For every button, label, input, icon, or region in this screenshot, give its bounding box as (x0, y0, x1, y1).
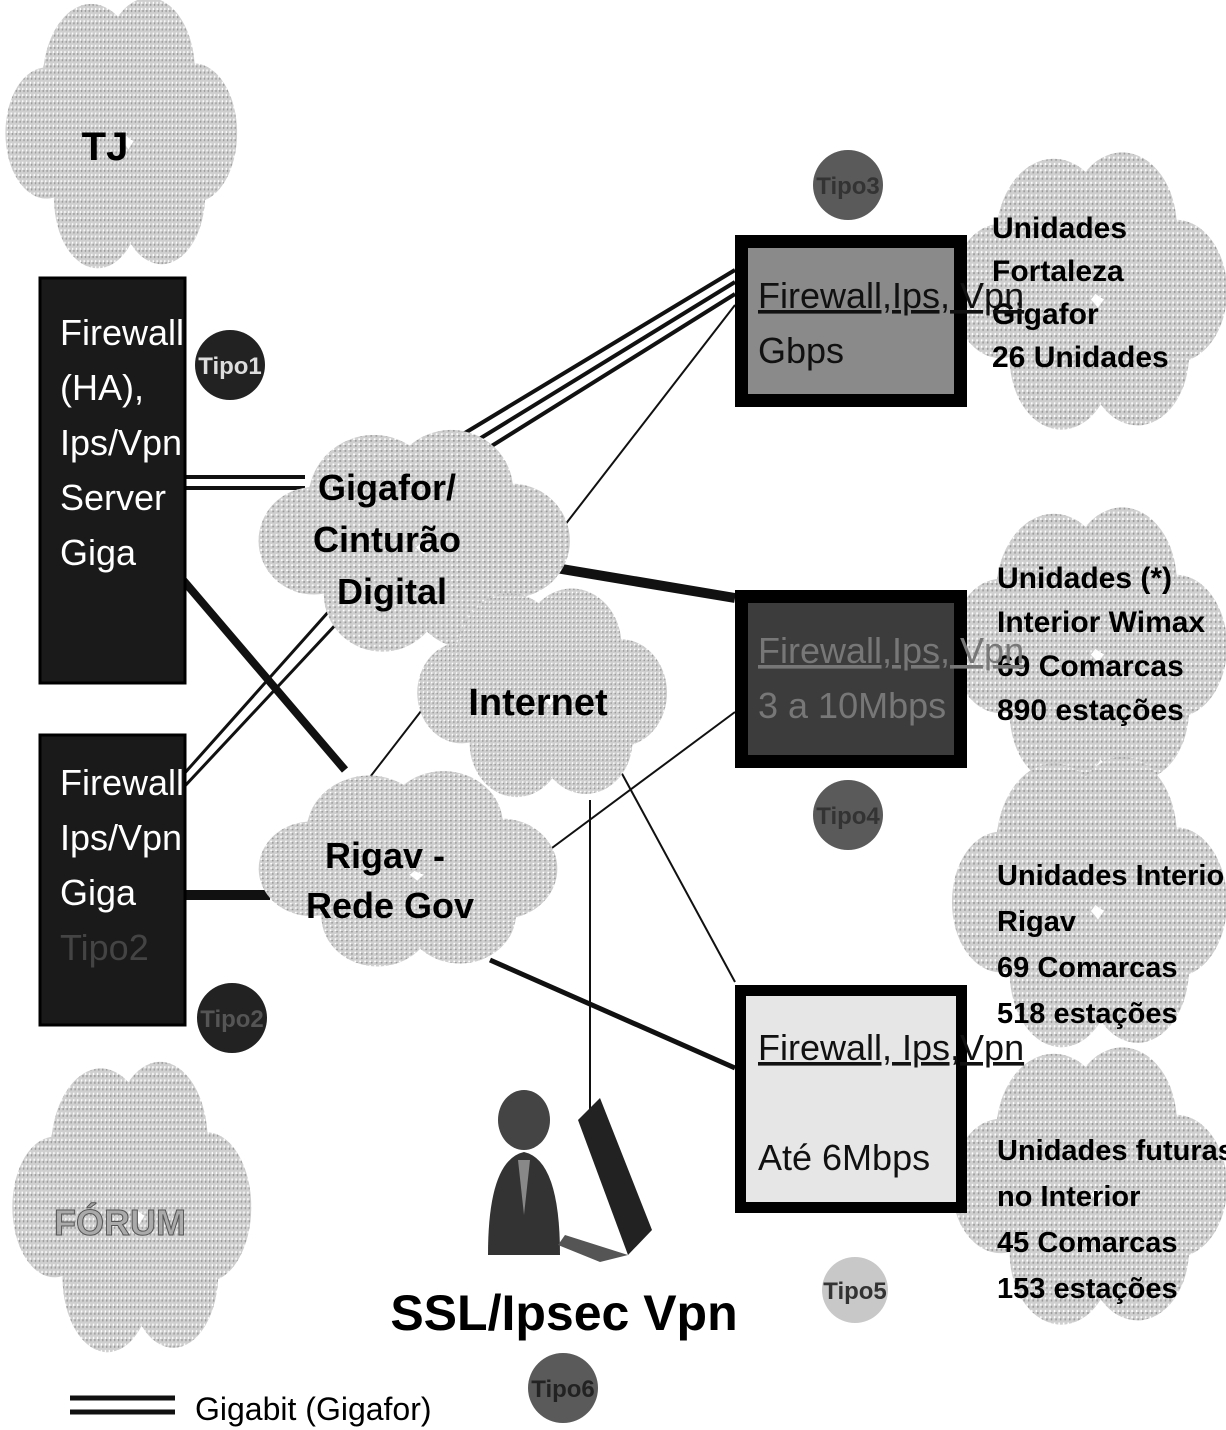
cloud-unidades-fortaleza-label: Unidades Fortaleza Gigafor 26 Unidades (992, 212, 1169, 374)
svg-text:Firewall, Ips,Vpn Até 6M: Firewall, Ips,Vpn Até 6Mbps (758, 1027, 1034, 1178)
vpn-label: SSL/Ipsec Vpn (390, 1285, 737, 1341)
svg-text:Tipo1: Tipo1 (198, 353, 262, 380)
badge-tipo1: Tipo1 (195, 330, 265, 400)
cloud-gigafor-label: Gigafor/ Cinturão Digital (313, 467, 471, 612)
box-tipo5: Firewall, Ips,Vpn Até 6Mbps (735, 985, 1034, 1213)
user-icon (488, 1090, 560, 1255)
link-tipo1-rigav (179, 577, 349, 773)
badge-tipo4: Tipo4 (813, 780, 883, 850)
svg-text:Tipo4: Tipo4 (816, 803, 880, 830)
box-tipo4: Firewall,Ips, Vpn 3 a 10Mbps (735, 590, 1034, 768)
svg-text:Firewall,Ips, Vpn 3 a 10: Firewall,Ips, Vpn 3 a 10Mbps (758, 630, 1034, 726)
cloud-unidades-futuras-label: Unidades futuras no Interior 45 Comarcas… (997, 1135, 1226, 1305)
box-tipo1: Firewall (HA), Ips/Vpn Server Giga (38, 276, 194, 685)
legend: Gigabit (Gigafor) (70, 1391, 432, 1427)
cloud-tj-label: TJ (82, 125, 129, 169)
box-tipo2: Firewall, Ips/Vpn Giga Tipo2 (38, 733, 204, 1027)
box-tipo3: Firewall,Ips, Vpn Gbps (735, 235, 1034, 407)
laptop-icon (558, 1098, 652, 1262)
link-rigav-tipo5 (488, 957, 737, 1071)
cloud-unidades-rigav-label: Unidades Interior Rigav 69 Comarcas 518 … (997, 860, 1226, 1030)
badge-tipo6: Tipo6 (528, 1353, 598, 1423)
badge-tipo2: Tipo2 (197, 983, 267, 1053)
cloud-forum-label: FÓRUM (54, 1201, 186, 1243)
badge-tipo5: Tipo5 (822, 1257, 888, 1323)
badge-tipo3: Tipo3 (813, 150, 883, 220)
svg-text:Tipo3: Tipo3 (816, 173, 880, 200)
link-tipo2-gigafor (181, 609, 342, 790)
svg-text:Tipo6: Tipo6 (531, 1376, 595, 1403)
link-internet-tipo5 (619, 769, 736, 983)
legend-gigabit-label: Gigabit (Gigafor) (195, 1391, 432, 1427)
svg-text:Tipo2: Tipo2 (200, 1006, 264, 1033)
svg-text:Firewall (HA), Ips: Firewall (HA), Ips/Vpn Server Giga (60, 312, 194, 573)
cloud-rigav-label: Rigav - Rede Gov (306, 835, 474, 926)
legend-gigabit-swatch (70, 1395, 175, 1415)
link-tipo1-gigafor (183, 475, 305, 490)
cloud-internet-label: Internet (468, 682, 608, 724)
svg-text:Firewall, Ips/Vpn: Firewall, Ips/Vpn Giga Tipo2 (60, 762, 204, 968)
link-gigafor-tipo3 (438, 268, 737, 474)
svg-text:Tipo5: Tipo5 (823, 1278, 887, 1305)
cloud-unidades-wimax-label: Unidades (*) Interior Wimax 69 Comarcas … (997, 562, 1213, 727)
svg-text:Firewall,Ips, Vpn Gbps: Firewall,Ips, Vpn Gbps (758, 275, 1034, 371)
